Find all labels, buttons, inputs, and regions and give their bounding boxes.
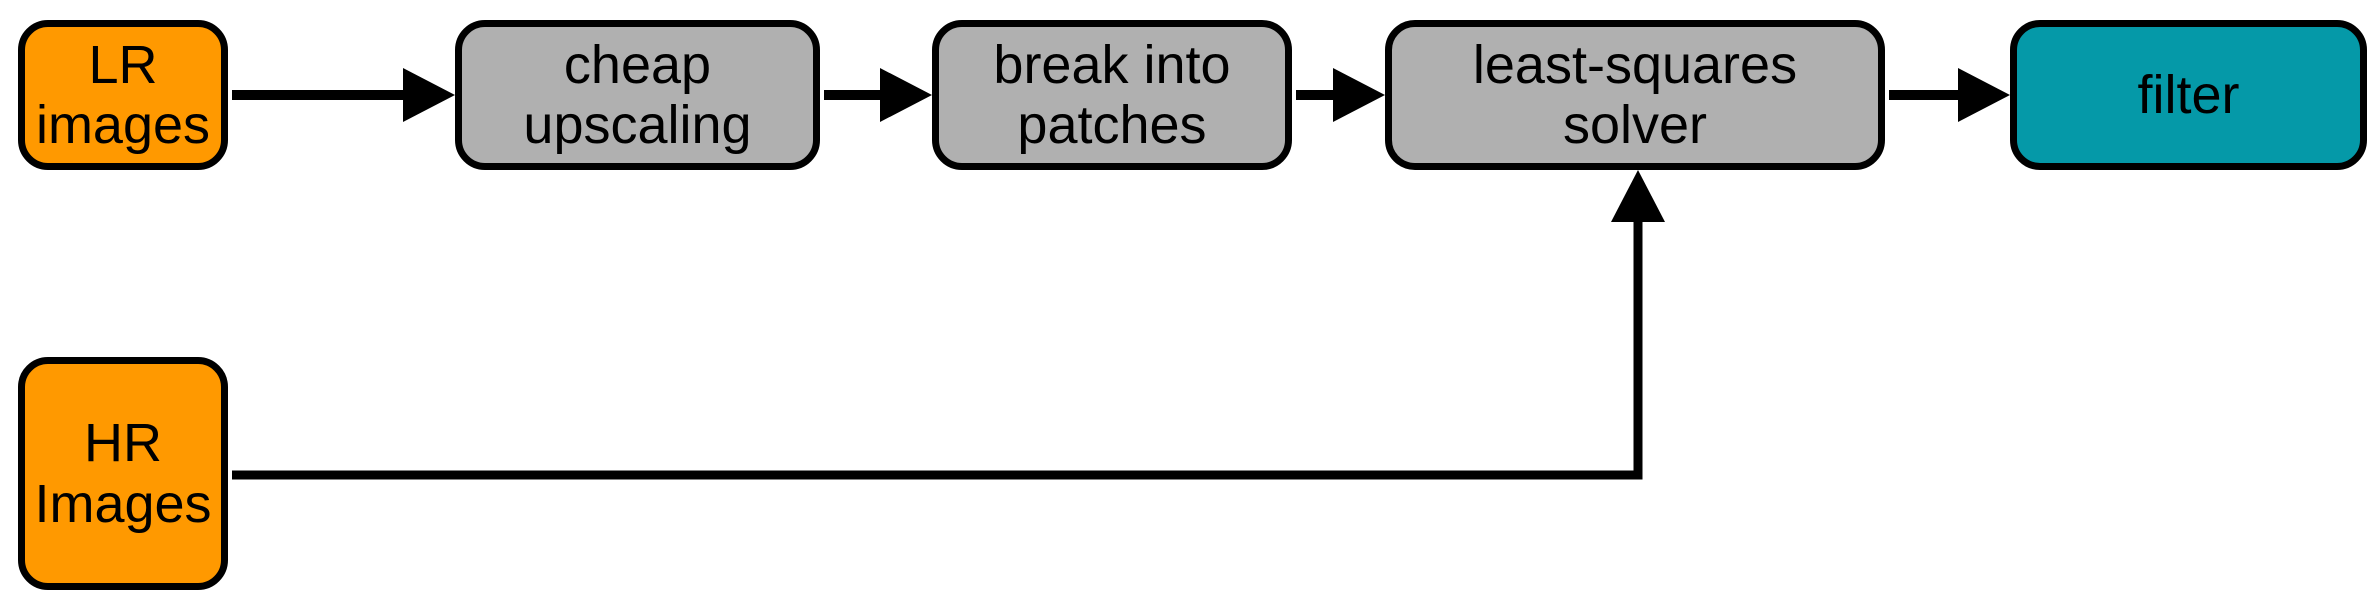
node-least-squares-solver[interactable]: least-squares solver <box>1385 20 1885 170</box>
node-cheap-upscaling[interactable]: cheap upscaling <box>455 20 820 170</box>
node-filter[interactable]: filter <box>2010 20 2367 170</box>
edge-lr-to-upscaling <box>232 68 455 122</box>
node-break-into-patches-label: break into patches <box>993 34 1231 155</box>
node-lr-images[interactable]: LR images <box>18 20 228 170</box>
edge-patches-to-solver <box>1296 68 1385 122</box>
node-hr-images[interactable]: HR Images <box>18 357 228 590</box>
node-cheap-upscaling-label: cheap upscaling <box>523 34 752 155</box>
node-filter-label: filter <box>2137 64 2240 125</box>
node-lr-images-label: LR images <box>35 34 211 155</box>
node-hr-images-label: HR Images <box>34 413 212 534</box>
node-break-into-patches[interactable]: break into patches <box>932 20 1292 170</box>
edge-hr-to-solver <box>232 170 1665 480</box>
edge-upscaling-to-patches <box>824 68 932 122</box>
edge-solver-to-filter <box>1889 68 2010 122</box>
node-least-squares-solver-label: least-squares solver <box>1472 34 1798 155</box>
